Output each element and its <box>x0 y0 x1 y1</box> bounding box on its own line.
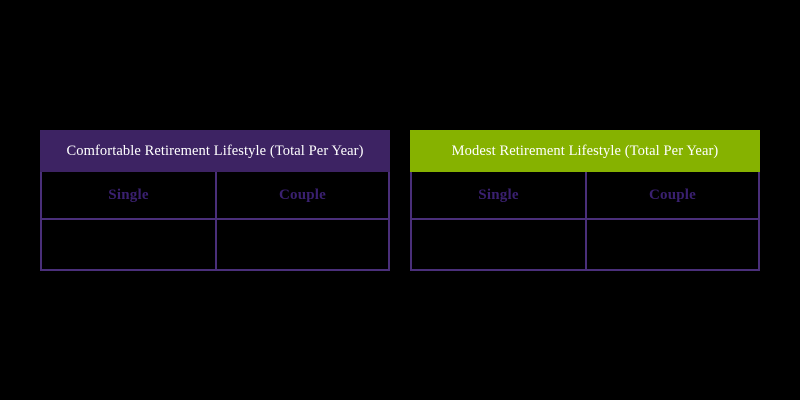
table-row <box>412 220 758 269</box>
column-header-label: Single <box>478 186 519 203</box>
modest-retirement-value-couple <box>585 220 758 269</box>
modest-retirement-table-title: Modest Retirement Lifestyle (Total Per Y… <box>410 130 760 172</box>
modest-retirement-table: Modest Retirement Lifestyle (Total Per Y… <box>410 130 760 271</box>
comfortable-retirement-table: Comfortable Retirement Lifestyle (Total … <box>40 130 390 271</box>
comfortable-retirement-table-title: Comfortable Retirement Lifestyle (Total … <box>40 130 390 172</box>
table-row <box>42 220 388 269</box>
column-header-label: Couple <box>648 186 697 203</box>
comfortable-retirement-column-header-row: Single Couple <box>42 172 388 220</box>
comfortable-retirement-column-header-couple: Couple <box>215 172 388 218</box>
comfortable-retirement-column-header-single: Single <box>42 172 215 218</box>
column-header-label: Single <box>108 186 149 203</box>
column-header-label: Couple <box>278 186 327 203</box>
comfortable-retirement-grid: Single Couple <box>40 172 390 271</box>
comfortable-retirement-value-couple <box>215 220 388 269</box>
modest-retirement-value-single <box>412 220 585 269</box>
modest-retirement-column-header-single: Single <box>412 172 585 218</box>
modest-retirement-grid: Single Couple <box>410 172 760 271</box>
modest-retirement-column-header-couple: Couple <box>585 172 758 218</box>
modest-retirement-column-header-row: Single Couple <box>412 172 758 220</box>
comfortable-retirement-value-single <box>42 220 215 269</box>
